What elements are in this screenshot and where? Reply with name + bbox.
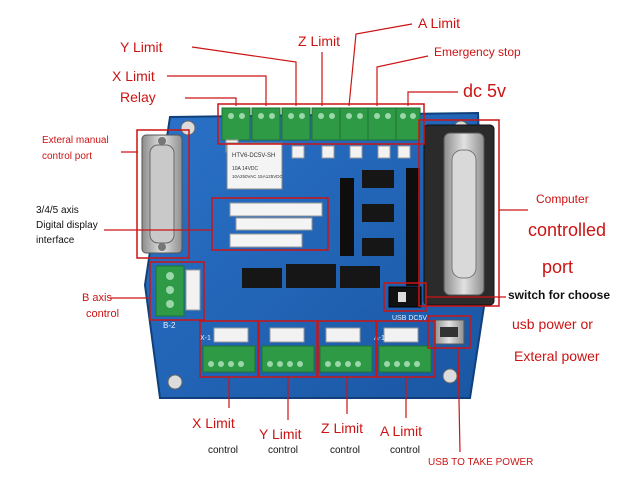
label-computer-line1: Computer	[536, 192, 589, 206]
right-db25-connector	[423, 124, 495, 306]
relay: HTV6-DC5V-SH 10A 14VDC 10A250VAC 15A125V…	[226, 142, 283, 190]
bottom-terminals	[202, 345, 432, 373]
label-x-control: control	[208, 445, 239, 456]
label-emergency-stop: Emergency stop	[434, 45, 521, 59]
power-switch	[388, 286, 422, 308]
label-usb-power: USB TO TAKE POWER	[428, 457, 534, 468]
label-external-manual-line1: Exteral manual	[42, 135, 109, 146]
label-digital-display-line2: Digital display	[36, 220, 98, 231]
label-switch-line2: usb power or	[512, 316, 593, 332]
label-switch-line1: switch for choose	[508, 288, 611, 302]
label-external-manual-line2: control port	[42, 151, 93, 162]
label-b-axis-line2: control	[86, 308, 120, 320]
label-a-control: control	[390, 445, 421, 456]
mount-hole-top-left	[180, 120, 196, 136]
label-digital-display-line1: 3/4/5 axis	[36, 205, 79, 216]
top-terminals	[221, 107, 421, 141]
label-digital-display-line3: interface	[36, 235, 75, 246]
ic-chips	[242, 170, 394, 288]
label-z-limit-top: Z Limit	[298, 33, 340, 49]
relay-brand: HTV6-DC5V-SH	[232, 153, 275, 159]
label-x-limit-top: X Limit	[112, 68, 155, 84]
label-a-limit-bottom: A Limit	[380, 423, 423, 439]
mount-hole-bottom-right	[442, 368, 458, 384]
relay-rating-1: 10A 14VDC	[232, 166, 259, 172]
label-computer-line3: port	[542, 257, 574, 277]
label-z-control: control	[330, 445, 361, 456]
label-relay: Relay	[120, 89, 156, 105]
label-dc5v: dc 5v	[463, 81, 507, 101]
relay-rating-2: 10A250VAC 15A125VDC	[232, 174, 283, 179]
label-x-limit-bottom: X Limit	[192, 415, 235, 431]
label-y-limit-bottom: Y Limit	[259, 426, 302, 442]
silk-a1: A-1	[374, 335, 385, 342]
silk-x1: X-1	[200, 335, 211, 342]
display-header	[229, 202, 323, 248]
label-y-control: control	[268, 445, 299, 456]
usb-port	[433, 319, 465, 345]
label-switch-line3: Exteral power	[514, 348, 600, 364]
pin-header-column	[340, 168, 420, 286]
leader-lines	[104, 23, 528, 453]
mount-hole-bottom-left	[167, 374, 183, 390]
silk-b2: B-2	[163, 321, 176, 330]
label-a-limit-top: A Limit	[418, 15, 461, 31]
label-z-limit-bottom: Z Limit	[321, 420, 363, 436]
left-db25-connector	[141, 134, 183, 254]
silk-usb: USB DC5V	[392, 315, 427, 322]
label-y-limit-top: Y Limit	[120, 39, 163, 55]
label-b-axis-line1: B axis	[82, 292, 112, 304]
highlight-boxes	[136, 103, 500, 378]
label-computer-line2: controlled	[528, 220, 607, 240]
b-axis-terminal	[155, 265, 201, 317]
